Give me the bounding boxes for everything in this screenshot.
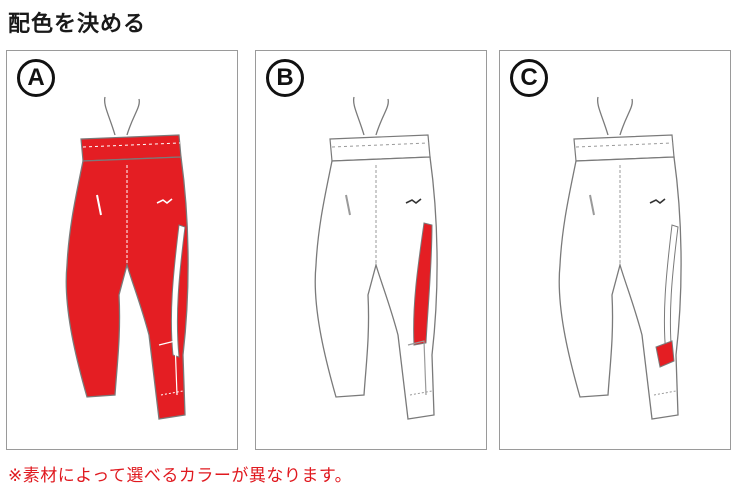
option-badge-b: B	[266, 59, 304, 97]
option-badge-c: C	[510, 59, 548, 97]
pants-illustration-icon	[314, 96, 438, 420]
brand-logo-icon	[405, 198, 422, 205]
page-title: 配色を決める	[8, 12, 147, 37]
option-panel-c[interactable]: C	[499, 50, 731, 450]
pants-illustration-icon	[65, 96, 189, 420]
brand-logo-icon	[649, 198, 666, 205]
option-badge-a: A	[17, 59, 55, 97]
brand-logo-icon	[156, 198, 173, 205]
pants-illustration-icon	[558, 96, 682, 420]
option-panel-b[interactable]: B	[255, 50, 487, 450]
material-color-note: ※素材によって選べるカラーが異なります。	[8, 466, 353, 486]
option-panel-a[interactable]: A	[6, 50, 238, 450]
